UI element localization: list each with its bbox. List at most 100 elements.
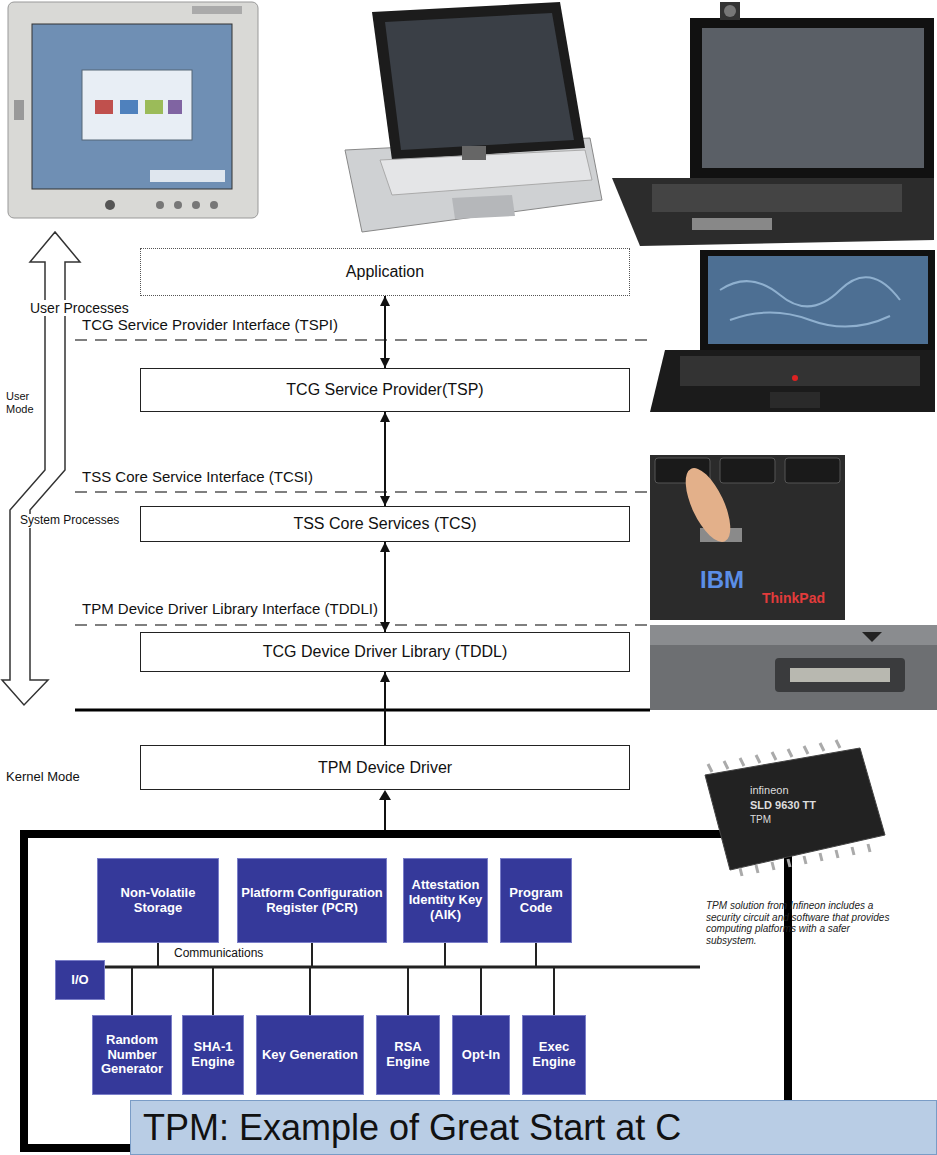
title-banner: TPM: Example of Great Start at C (130, 1100, 937, 1155)
box-text: Opt-In (456, 1048, 506, 1063)
communications-bus (212, 967, 214, 1015)
region-label: User Processes (28, 300, 131, 316)
tablet-photo (8, 2, 258, 218)
chip-arrow (379, 790, 391, 800)
tablet-photo (105, 200, 115, 210)
connector-arrow (384, 672, 386, 745)
chip-arrow (384, 798, 386, 830)
tablet-photo (168, 100, 182, 114)
interface-label: TPM Device Driver Library Interface (TDD… (80, 600, 380, 617)
communications-bus (553, 967, 555, 1015)
webcam-laptop-photo (702, 28, 924, 168)
mode-label: Kernel Mode (4, 770, 82, 785)
tablet-photo (174, 201, 182, 209)
box-text: Exec Engine (526, 1040, 582, 1070)
convertible-laptop-photo (385, 13, 574, 150)
box-text: SHA-1 Engine (186, 1040, 240, 1070)
layer-box: TCG Device Driver Library (TDDL) (140, 632, 630, 672)
tpm-chip-photo (705, 748, 885, 870)
tablet-photo (32, 24, 232, 189)
communications-bus (444, 943, 446, 967)
communications-bus (407, 967, 409, 1015)
box-text: Application (147, 263, 623, 281)
application-box: Application (140, 248, 630, 296)
thinkpad-laptop-photo (708, 256, 928, 344)
convertible-laptop-photo (452, 195, 515, 219)
thinkpad-laptop-photo (720, 277, 900, 306)
logo-text: ThinkPad (762, 590, 825, 606)
webcam-laptop-photo (612, 2, 934, 246)
logo-text: IBM (700, 566, 744, 594)
tablet-photo (14, 100, 24, 120)
box-text: TCG Service Provider(TSP) (147, 381, 623, 399)
tablet-photo (8, 2, 258, 218)
connector-arrow (384, 296, 386, 368)
interface-line (75, 340, 650, 625)
communications-bus (105, 943, 700, 1015)
thinkpad-laptop-photo (770, 392, 820, 408)
swipe-sensor-photo (650, 625, 937, 710)
swipe-sensor-photo (650, 625, 937, 645)
webcam-laptop-photo (692, 218, 772, 230)
tablet-photo (192, 201, 200, 209)
tpm-component: Key Generation (256, 1015, 364, 1095)
thinkpad-laptop-photo (730, 313, 890, 327)
communications-bus (131, 967, 133, 1015)
fingerprint-reader-photo (785, 458, 840, 483)
tpm-component: Platform Configuration Register (PCR) (237, 858, 387, 943)
tpm-chip-photo (705, 740, 885, 876)
kernel-boundary-line (75, 710, 650, 711)
webcam-laptop-photo (724, 5, 736, 17)
tablet-photo (156, 201, 164, 209)
convertible-laptop-photo (372, 2, 585, 160)
tablet-photo (192, 6, 242, 14)
tablet-photo (210, 201, 218, 209)
photo-caption: TPM solution from Infineon includes a se… (706, 900, 901, 946)
tpm-chip-photo (708, 740, 840, 772)
fingerprint-reader-photo (650, 455, 845, 620)
communications-bus (157, 943, 159, 967)
interface-line (75, 491, 650, 493)
tablet-photo (150, 170, 225, 182)
box-text: Non-Volatile Storage (101, 886, 215, 916)
box-text: RSA Engine (380, 1040, 436, 1070)
chip-marking: SLD 9630 TT (750, 799, 816, 812)
webcam-laptop-photo (652, 184, 902, 212)
communications-bus (480, 967, 482, 1015)
box-text: Program Code (504, 886, 568, 916)
box-text: Key Generation (260, 1048, 360, 1063)
box-text: TCG Device Driver Library (TDDL) (147, 643, 623, 661)
bus-label: Communications (172, 947, 265, 961)
box-text: Platform Configuration Register (PCR) (241, 886, 383, 916)
communications-bus (105, 966, 700, 969)
thinkpad-laptop-photo (700, 250, 935, 350)
chip-marking: TPM (750, 814, 771, 826)
tpm-component: Random Number Generator (92, 1015, 172, 1095)
interface-label: TCG Service Provider Interface (TSPI) (80, 316, 340, 333)
tpm-component: Opt-In (452, 1015, 510, 1095)
communications-bus (311, 943, 313, 967)
convertible-laptop-photo (345, 2, 602, 232)
thinkpad-laptop-photo (650, 250, 935, 412)
io-box: I/O (55, 960, 105, 1000)
tpm-component: Non-Volatile Storage (97, 858, 219, 943)
convertible-laptop-photo (345, 138, 602, 232)
interface-line (75, 339, 650, 341)
webcam-laptop-photo (690, 18, 934, 178)
box-text: I/O (59, 973, 101, 988)
box-text: Attestation Identity Key (AIK) (407, 878, 484, 923)
tpm-chip-photo (740, 844, 870, 876)
fingerprint-reader-photo (720, 458, 775, 483)
tpm-component: Attestation Identity Key (AIK) (403, 858, 488, 943)
tablet-photo (145, 100, 163, 114)
box-text: Random Number Generator (96, 1033, 168, 1078)
driver-box: TPM Device Driver (140, 745, 630, 790)
box-text: TPM Device Driver (147, 759, 623, 777)
swipe-sensor-photo (650, 625, 937, 710)
box-text: TSS Core Services (TCS) (147, 515, 623, 533)
fingerprint-reader-photo (677, 462, 740, 548)
